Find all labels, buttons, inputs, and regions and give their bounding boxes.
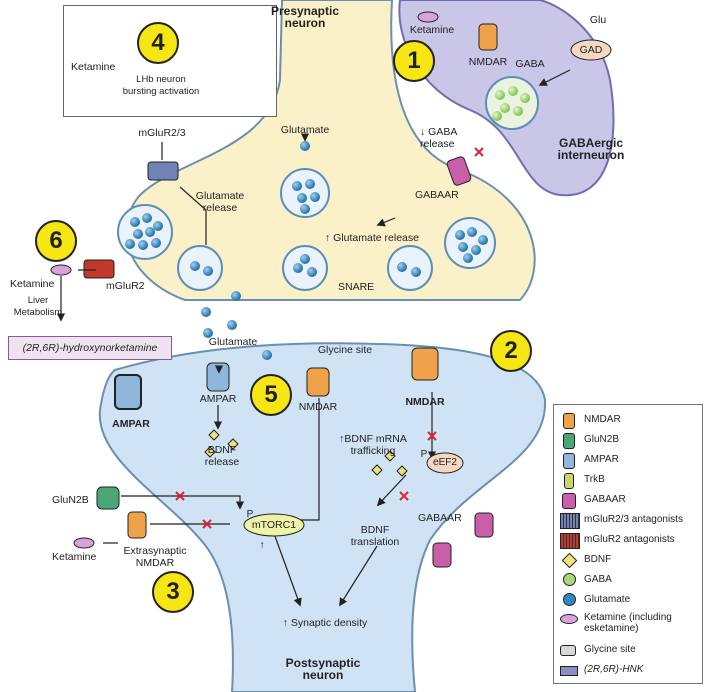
eef2-label: eEF2	[433, 457, 457, 468]
gaba-icon	[563, 573, 576, 586]
mglur2-label: mGluR2	[106, 280, 145, 292]
legend-panel: NMDAR GluN2B AMPAR TrkB GABAAR mGluR2/3 …	[553, 404, 703, 684]
glun2b-icon	[563, 433, 575, 449]
gaba-molecules	[492, 86, 530, 121]
hnk-icon	[560, 666, 578, 676]
ampar-icon	[563, 453, 575, 469]
glu-label: Glu	[589, 14, 607, 26]
presynaptic-label: Presynaptic neuron	[270, 4, 340, 30]
bdnf-molecules	[204, 429, 408, 477]
step-number-1: 1	[393, 40, 435, 82]
nmdar-top	[478, 23, 498, 51]
mtorc1-oval	[243, 513, 305, 537]
gaba-label: GABA	[515, 58, 545, 70]
ampar-left-label: AMPAR	[112, 418, 150, 430]
synaptic-density-label: ↑ Synaptic density	[282, 617, 368, 629]
extrasynaptic-nmdar	[127, 511, 147, 539]
trkb-icon	[564, 473, 574, 489]
mglur2-icon	[560, 533, 580, 549]
nmdar-right	[411, 347, 439, 381]
mtorc1-label: mTORC1	[251, 519, 297, 531]
hnk-box: (2R,6R)-hydroxynorketamine	[8, 336, 172, 360]
snare-label: SNARE	[338, 281, 375, 293]
glutamate-icon	[563, 593, 576, 606]
nmdar-post-label: NMDAR	[298, 401, 338, 413]
nmdar-top-label: NMDAR	[468, 56, 508, 68]
interneuron-label: GABAergic interneuron	[557, 136, 625, 162]
gabaar-top-label: GABAAR	[415, 189, 459, 201]
step-number-6: 6	[35, 220, 77, 262]
step-number-5: 5	[250, 374, 292, 416]
postsynaptic-neuron	[98, 342, 547, 692]
glutamate-release-up-label: ↑ Glutamate release	[325, 232, 419, 244]
ampar-left	[114, 374, 142, 410]
liver-label: Liver Metabolism	[13, 295, 63, 318]
ketamine-bottom-label: Ketamine	[52, 551, 97, 563]
bdnf-icon	[561, 552, 578, 569]
phospho-eef2: P	[420, 449, 428, 460]
ketamine-top-label: Ketamine	[409, 24, 455, 36]
mglur2	[83, 259, 115, 279]
glycine-icon	[560, 645, 576, 656]
inset-lhb-label: LHb neuron bursting activation	[122, 74, 200, 97]
mglur23-icon	[560, 513, 580, 529]
glun2b-label: GluN2B	[52, 494, 89, 506]
nmdar-post	[306, 367, 330, 397]
mtorc1-up-arrow: ↑	[259, 539, 265, 551]
phospho-mtorc1: P	[246, 509, 254, 520]
gabaar-icon	[562, 493, 576, 509]
postsynaptic-label: Postsynaptic neuron	[285, 656, 361, 682]
bdnf-translation-label: BDNF translation	[350, 524, 400, 548]
gabaar-post-label: GABAAR	[418, 512, 462, 524]
glutamate-molecules	[125, 141, 488, 386]
mglur23-label: mGluR2/3	[138, 127, 186, 139]
bdnf-mrna-label: ↑BDNF mRNA trafficking	[339, 433, 407, 457]
step-number-3: 3	[152, 571, 194, 613]
ketamine-icon	[560, 614, 578, 624]
ketamine-left-label: Ketamine	[10, 278, 55, 290]
gabaar-post	[432, 512, 494, 568]
inset-ketamine-label: Ketamine	[71, 61, 116, 73]
eef2-oval	[426, 452, 464, 474]
vesicle	[117, 168, 496, 291]
glutamate-release-label: Glutamate release	[195, 190, 245, 214]
gaba-release-label: ↓ GABA release	[420, 126, 458, 150]
glutamate-top-label: Glutamate	[280, 124, 330, 136]
presynaptic-neuron	[125, 0, 536, 301]
gad-enzyme	[570, 39, 612, 61]
nmdar-right-label: NMDAR	[405, 396, 445, 408]
nmdar-icon	[563, 413, 575, 429]
inset-panel-4	[63, 5, 277, 117]
gabaar-top	[446, 156, 472, 186]
bdnf-release-label: BDNF release	[204, 444, 240, 468]
mglur23	[147, 161, 179, 181]
gad-label: GAD	[579, 44, 603, 56]
glun2b	[96, 486, 120, 510]
glycine-site-label: Glycine site	[317, 344, 373, 356]
extrasynaptic-label: Extrasynaptic NMDAR	[123, 545, 187, 569]
inhibition-crosses	[175, 147, 484, 529]
step-number-4: 4	[137, 22, 179, 64]
glutamate-cleft-label: Glutamate	[208, 336, 258, 348]
ampar-post-label: AMPAR	[199, 393, 237, 405]
step-number-2: 2	[490, 330, 532, 372]
ampar-post	[206, 362, 230, 392]
